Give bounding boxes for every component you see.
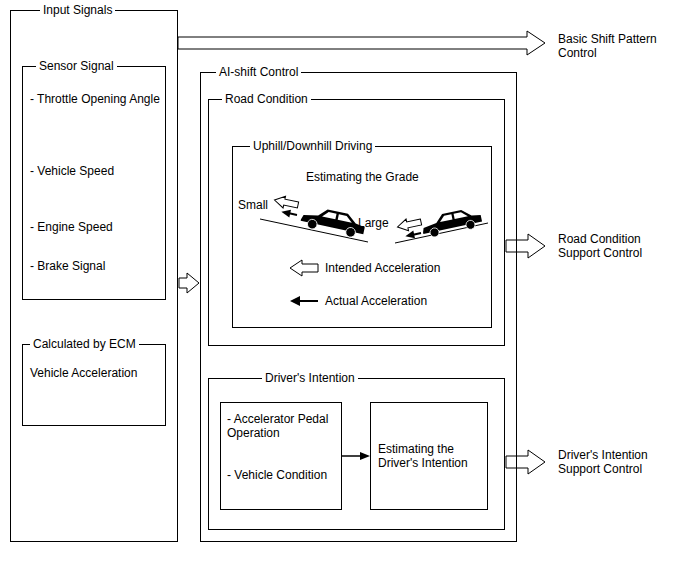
box-text: - Engine Speed (30, 220, 160, 234)
box-text: - Vehicle Speed (30, 164, 160, 178)
actual-arrow (405, 229, 422, 240)
group-box: Driver's Intention- Accelerator Pedal Op… (208, 378, 505, 530)
box-text: - Vehicle Condition (227, 468, 337, 482)
group-heading: Input Signals (40, 3, 115, 17)
box-text: - Throttle Opening Angle (30, 92, 160, 106)
group-heading: Sensor Signal (36, 59, 117, 73)
legend-hollow-arrow (290, 260, 318, 276)
car-icon (300, 204, 367, 239)
arrow-connector (342, 452, 370, 460)
process-box: Estimating the Driver's Intention (370, 402, 488, 510)
output-label: Driver's Intention Support Control (558, 448, 683, 476)
hollow-arrow (178, 31, 545, 55)
legend-solid-arrow (290, 296, 300, 306)
group-box: Road ConditionUphill/Downhill DrivingEst… (208, 99, 505, 346)
group-heading: Road Condition (222, 92, 311, 106)
output-label: Basic Shift Pattern Control (558, 32, 683, 60)
legend-text: Actual Acceleration (325, 294, 427, 308)
box-text: - Brake Signal (30, 259, 160, 273)
car-icon (420, 206, 483, 239)
group-heading: Driver's Intention (262, 371, 358, 385)
group-box: Sensor Signal- Throttle Opening Angle- V… (22, 66, 166, 300)
group-heading: Calculated by ECM (30, 337, 139, 351)
box-text: - Accelerator Pedal Operation (227, 412, 337, 440)
process-box: - Accelerator Pedal Operation - Vehicle C… (220, 402, 342, 510)
intended-arrow (396, 216, 422, 233)
box-text: Estimating the Driver's Intention (378, 442, 482, 470)
group-heading: Uphill/Downhill Driving (250, 139, 375, 153)
actual-arrow (281, 208, 298, 219)
group-heading: AI-shift Control (216, 65, 301, 79)
hollow-arrow (179, 273, 199, 293)
hollow-arrow (506, 234, 545, 258)
box-text: Vehicle Acceleration (30, 366, 160, 380)
legend-text: Intended Acceleration (325, 261, 440, 275)
box-text: Estimating the Grade (306, 170, 419, 184)
output-label: Road Condition Support Control (558, 232, 683, 260)
group-box: Calculated by ECMVehicle Acceleration (22, 344, 166, 426)
hollow-arrow (506, 450, 545, 474)
group-box: Input SignalsSensor Signal- Throttle Ope… (10, 10, 178, 542)
legend-solid-arrow (298, 300, 318, 302)
grade-label: Small (238, 198, 268, 212)
grade-label: Large (358, 216, 389, 230)
intended-arrow (273, 194, 299, 211)
